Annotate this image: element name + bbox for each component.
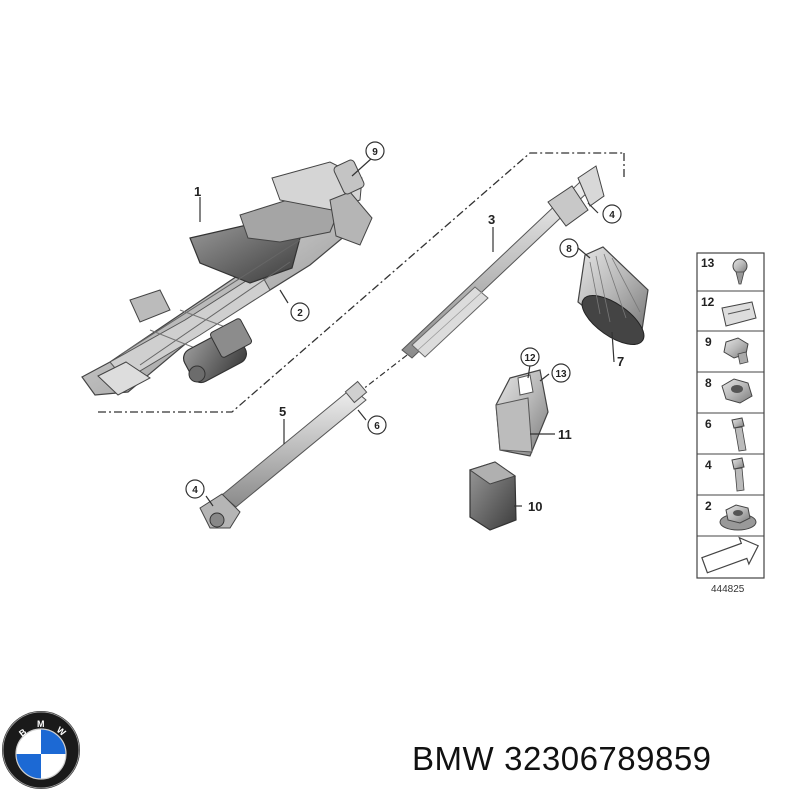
svg-text:10: 10: [528, 499, 542, 514]
legend-row-12: 12: [701, 295, 757, 327]
svg-text:13: 13: [701, 256, 715, 270]
svg-text:5: 5: [279, 404, 286, 419]
bolt-icon: [731, 457, 745, 492]
steering-column-assembly: [81, 159, 373, 396]
svg-text:9: 9: [705, 335, 712, 349]
legend-row-2: 2: [705, 499, 757, 531]
intermediate-shaft: [401, 165, 605, 359]
cone-boot: [577, 246, 649, 345]
svg-text:12: 12: [524, 353, 536, 364]
legend-row-8: 8: [705, 376, 753, 404]
legend-row-9: 9: [705, 335, 749, 365]
legend-row-4: 4: [705, 457, 745, 492]
svg-text:8: 8: [566, 244, 572, 255]
callout-1: 1: [194, 184, 201, 199]
leader-lines: [199, 157, 615, 507]
callout-7: 7: [617, 354, 624, 369]
control-module: [468, 461, 517, 531]
callout-4-lower: 4: [185, 479, 205, 499]
bracket: [495, 369, 549, 457]
drawing-number: 444825: [711, 584, 745, 595]
svg-text:6: 6: [374, 421, 380, 432]
flange-nut-icon: [719, 504, 757, 531]
callout-12: 12: [520, 347, 540, 367]
callout-3: 3: [488, 212, 495, 227]
svg-text:13: 13: [555, 369, 567, 380]
hex-nut-icon: [721, 378, 753, 404]
callout-10: 10: [528, 499, 542, 514]
callout-9: 9: [365, 141, 385, 161]
hex-bolt-icon: [723, 337, 749, 365]
callout-5: 5: [279, 404, 286, 419]
callout-6: 6: [367, 415, 387, 435]
assembly-boundary: [98, 152, 624, 413]
callout-2: 2: [290, 302, 310, 322]
clip-screw-icon: [732, 258, 748, 285]
svg-text:9: 9: [372, 147, 378, 158]
svg-text:2: 2: [297, 308, 303, 319]
svg-text:4: 4: [705, 458, 712, 472]
svg-text:6: 6: [705, 417, 712, 431]
svg-text:11: 11: [558, 427, 572, 442]
svg-text:2: 2: [705, 499, 712, 513]
legend-row-6: 6: [705, 417, 747, 452]
long-bolt-icon: [731, 417, 747, 452]
direction-arrow-icon: [701, 536, 760, 574]
lower-shaft: [199, 380, 368, 529]
bmw-logo: B M W: [2, 711, 80, 789]
svg-text:M: M: [37, 719, 45, 729]
svg-text:8: 8: [705, 376, 712, 390]
svg-text:12: 12: [701, 295, 715, 309]
svg-text:4: 4: [609, 210, 615, 221]
svg-text:7: 7: [617, 354, 624, 369]
callout-4-upper: 4: [602, 204, 622, 224]
svg-text:4: 4: [192, 485, 198, 496]
part-number: 32306789859: [504, 740, 712, 777]
legend-row-13: 13: [701, 256, 748, 285]
svg-text:3: 3: [488, 212, 495, 227]
callout-8: 8: [559, 238, 579, 258]
spring-clip-icon: [721, 301, 757, 327]
svg-text:B: B: [17, 726, 29, 738]
callout-13: 13: [551, 363, 571, 383]
callout-11: 11: [558, 427, 572, 442]
hardware-legend: 13 12 9 8: [696, 252, 765, 595]
svg-text:1: 1: [194, 184, 201, 199]
brand-name: BMW: [412, 740, 495, 777]
